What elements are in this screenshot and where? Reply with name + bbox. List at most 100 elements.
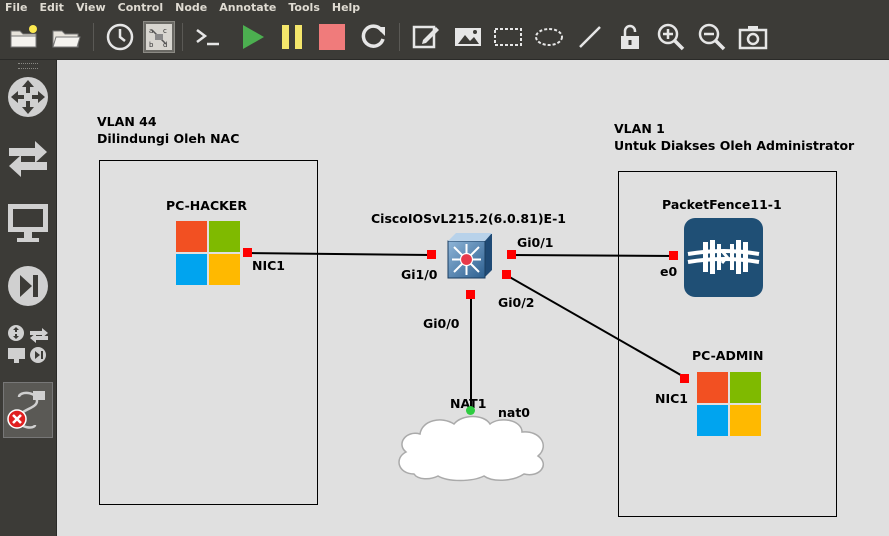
pc-hacker-port-nic1[interactable] [243, 248, 252, 257]
pc-hacker-label: PC-HACKER [166, 198, 247, 213]
link-cable-icon [7, 391, 45, 429]
draw-line-button[interactable] [574, 21, 606, 53]
device-sidebar [0, 60, 57, 536]
vlan-1-subtitle: Untuk Diakses Oleh Administrator [614, 138, 855, 153]
reload-all-button[interactable] [357, 21, 389, 53]
vlan-44-note[interactable]: VLAN 44 Dilindungi Oleh NAC [97, 113, 239, 147]
snapshot-button[interactable] [104, 21, 136, 53]
open-project-button[interactable] [50, 21, 82, 53]
draw-ellipse-button[interactable] [533, 21, 565, 53]
zone-vlan-44[interactable] [99, 160, 318, 505]
links-layer [247, 252, 687, 410]
switch-port-gi0-2-label: Gi0/2 [498, 295, 535, 310]
packetfence-label: PacketFence11-1 [662, 197, 782, 212]
zoom-out-button[interactable] [696, 21, 728, 53]
draw-rectangle-button[interactable] [492, 21, 524, 53]
clock-icon [106, 23, 134, 51]
browse-security-devices-button[interactable] [3, 261, 53, 311]
menu-control[interactable]: Control [117, 1, 164, 14]
svg-text:b: b [149, 41, 154, 49]
switch-port-gi1-0[interactable] [427, 250, 436, 259]
ellipse-icon [535, 28, 563, 46]
pc-admin-node[interactable] [697, 372, 761, 436]
menu-edit[interactable]: Edit [39, 1, 64, 14]
menu-annotate[interactable]: Annotate [219, 1, 277, 14]
topology-canvas[interactable]: VLAN 44 Dilindungi Oleh NAC VLAN 1 Untuk… [57, 60, 889, 536]
stop-icon [319, 24, 345, 50]
console-all-button[interactable] [192, 21, 224, 53]
toolbar: a c b d [0, 15, 889, 60]
browse-all-devices-button[interactable] [3, 322, 53, 368]
switch-port-gi0-1-label: Gi0/1 [517, 235, 554, 250]
pc-admin-label: PC-ADMIN [692, 348, 764, 363]
nat-cloud-node[interactable] [392, 412, 552, 484]
cloud-icon [398, 415, 544, 482]
zoom-in-button[interactable] [655, 21, 687, 53]
vlan-44-title: VLAN 44 [97, 114, 157, 129]
interface-labels-icon: a c b d [146, 24, 172, 50]
packetfence-port-label: e0 [660, 264, 678, 279]
pc-hacker-node[interactable] [176, 221, 240, 285]
terminal-icon [196, 29, 219, 46]
svg-text:a: a [149, 27, 153, 35]
switch-port-gi0-0-label: Gi0/0 [423, 316, 460, 331]
windows-logo-icon [176, 221, 240, 285]
nat-label: NAT1 [450, 396, 487, 411]
vlan-1-note[interactable]: VLAN 1 Untuk Diakses Oleh Administrator [614, 120, 854, 154]
nat-port-nat0[interactable] [466, 406, 475, 415]
rectangle-icon [494, 28, 522, 46]
menu-node[interactable]: Node [175, 1, 208, 14]
browse-routers-button[interactable] [3, 72, 53, 122]
show-interface-labels-button[interactable]: a c b d [143, 21, 175, 53]
nat-port-label: nat0 [498, 405, 531, 420]
menu-tools[interactable]: Tools [288, 1, 320, 14]
zone-vlan-1[interactable] [618, 171, 837, 517]
insert-picture-button[interactable] [452, 21, 484, 53]
play-next-icon [8, 266, 48, 306]
vlan-1-title: VLAN 1 [614, 121, 665, 136]
packetfence-node[interactable] [684, 218, 763, 297]
reload-icon [361, 24, 385, 48]
browse-end-devices-button[interactable] [3, 198, 53, 248]
menu-help[interactable]: Help [331, 1, 361, 14]
menu-file[interactable]: File [5, 1, 28, 14]
sidebar-grip[interactable] [18, 63, 38, 69]
pc-hacker-port-label: NIC1 [252, 258, 285, 273]
folder-new-icon [10, 25, 37, 48]
suspend-all-button[interactable] [276, 21, 308, 53]
switch-port-gi0-2[interactable] [502, 270, 511, 279]
browse-switches-button[interactable] [3, 134, 53, 184]
start-all-button[interactable] [236, 21, 268, 53]
edit-note-icon [412, 25, 439, 49]
add-link-button[interactable] [3, 382, 53, 438]
switch-port-gi0-0[interactable] [466, 290, 475, 299]
lock-items-button[interactable] [614, 21, 646, 53]
link-hacker-switch[interactable] [247, 252, 432, 256]
link-switch-packetfence[interactable] [510, 254, 676, 257]
menu-view[interactable]: View [75, 1, 106, 14]
folder-open-icon [52, 30, 81, 48]
play-icon [243, 25, 264, 49]
svg-text:c: c [163, 27, 167, 35]
line-icon [579, 26, 601, 48]
stop-all-button[interactable] [316, 21, 348, 53]
switch-arrows-icon [9, 141, 47, 177]
switch-node[interactable] [446, 232, 494, 280]
switch-port-gi0-1[interactable] [507, 250, 516, 259]
add-note-button[interactable] [410, 21, 442, 53]
picture-icon [455, 28, 481, 46]
pc-admin-port-nic1[interactable] [680, 374, 689, 383]
svg-text:d: d [163, 41, 167, 49]
packetfence-logo-icon [684, 218, 763, 297]
link-switch-admin[interactable] [505, 274, 687, 379]
new-project-button[interactable] [8, 21, 40, 53]
vlan-44-subtitle: Dilindungi Oleh NAC [97, 131, 240, 146]
packetfence-port-e0[interactable] [669, 251, 678, 260]
screenshot-button[interactable] [737, 21, 769, 53]
menu-bar: File Edit View Control Node Annotate Too… [0, 0, 889, 15]
windows-logo-icon [697, 372, 761, 436]
all-devices-icon [8, 325, 48, 363]
camera-icon [738, 26, 768, 50]
zoom-out-icon [698, 23, 726, 51]
zoom-in-icon [657, 23, 685, 51]
